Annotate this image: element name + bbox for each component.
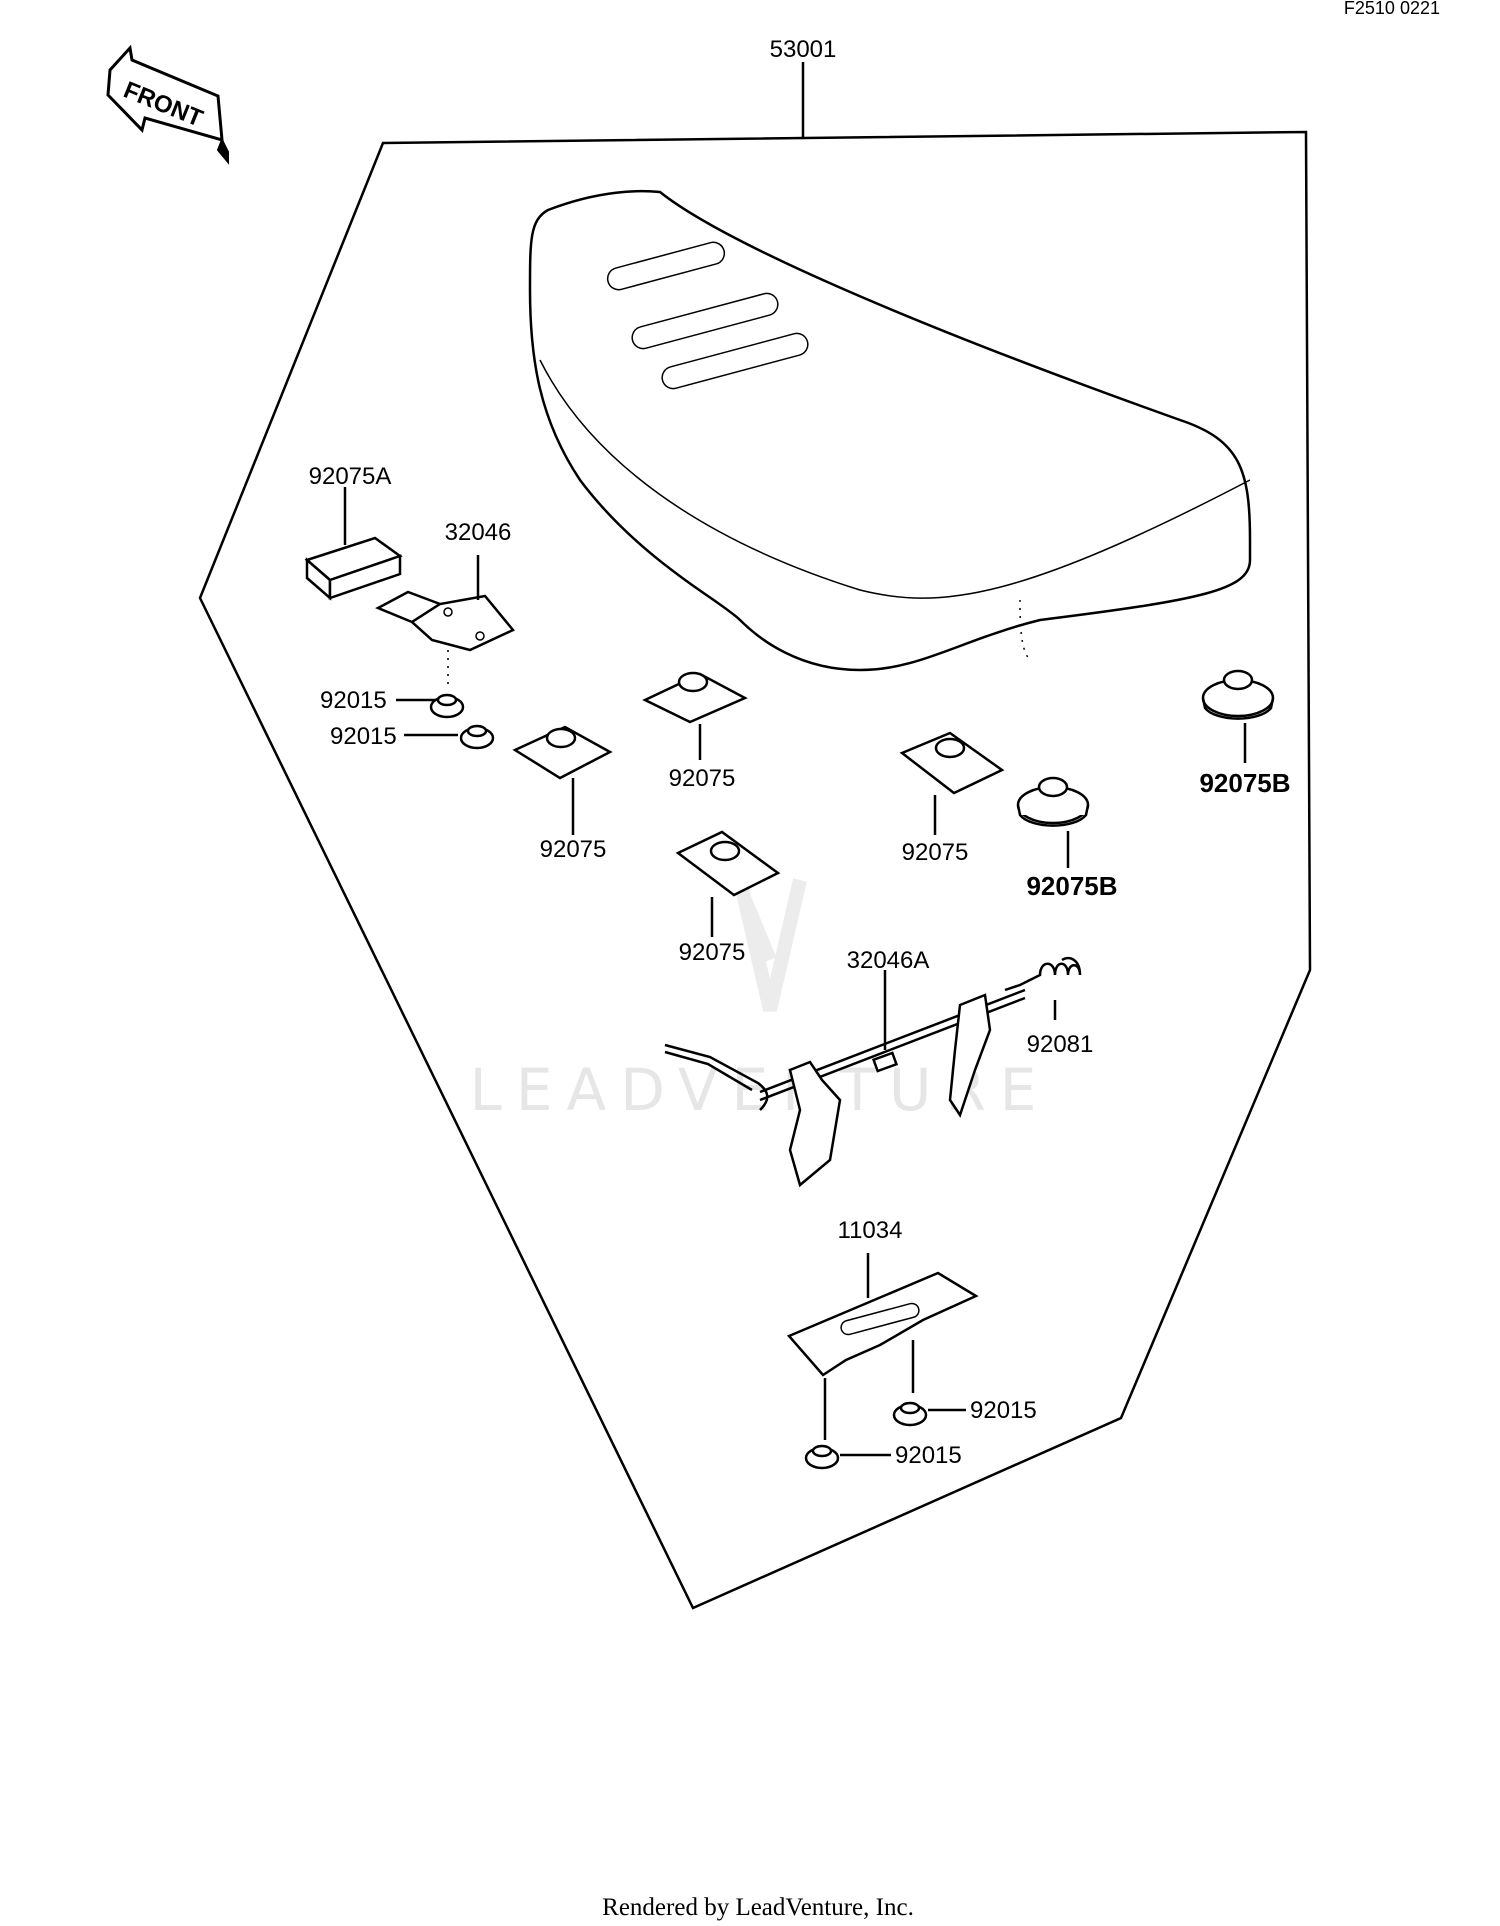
callout-seat: 53001 xyxy=(770,36,837,63)
assembly-outline xyxy=(198,130,1312,1610)
callout-nut-3: 92015 xyxy=(970,1397,1037,1424)
damper-92075b-b xyxy=(1201,669,1275,763)
footer-credit: Rendered by LeadVenture, Inc. xyxy=(602,1894,914,1921)
watermark-logo-icon xyxy=(733,878,807,1012)
callout-lock-rod: 32046A xyxy=(847,947,930,974)
plate-11034 xyxy=(786,1253,979,1440)
bracket-32046 xyxy=(375,555,515,652)
callout-damper-3: 92075 xyxy=(679,939,746,966)
spring-92081 xyxy=(1004,956,1082,1020)
callout-plate: 11034 xyxy=(838,1217,903,1244)
strap-92075a xyxy=(304,487,403,601)
damper-92075-a xyxy=(512,725,613,835)
callout-strap: 92075A xyxy=(309,463,392,490)
seat-assembly xyxy=(528,189,1252,672)
callout-nut-1: 92015 xyxy=(320,687,387,714)
callout-nut-4: 92015 xyxy=(895,1442,962,1469)
front-arrow-icon: FRONT xyxy=(106,44,229,165)
diagram-code: F2510 0221 xyxy=(1344,0,1440,18)
nut-92015-a xyxy=(396,650,465,719)
damper-92075-c xyxy=(675,830,781,937)
damper-92075b-a xyxy=(1016,776,1090,868)
callout-spring: 92081 xyxy=(1027,1031,1094,1058)
callout-nut-2: 92015 xyxy=(330,723,397,750)
callout-damper-b-1: 92075B xyxy=(1026,871,1117,901)
callout-damper-1: 92075 xyxy=(540,836,607,863)
nut-92015-c xyxy=(892,1401,966,1427)
watermark-text: LEADVENTURE xyxy=(470,1056,1051,1124)
callout-damper-2: 92075 xyxy=(669,765,736,792)
damper-92075-d xyxy=(899,731,1005,835)
lock-rod-32046a xyxy=(664,970,1026,1188)
watermark: LEADVENTURE xyxy=(470,878,1051,1124)
nut-92015-b xyxy=(404,724,495,750)
nut-92015-d xyxy=(804,1444,891,1470)
callout-damper-b-2: 92075B xyxy=(1199,768,1290,798)
callout-damper-4: 92075 xyxy=(902,839,969,866)
callout-bracket: 32046 xyxy=(445,519,512,546)
damper-92075-b xyxy=(642,671,748,760)
